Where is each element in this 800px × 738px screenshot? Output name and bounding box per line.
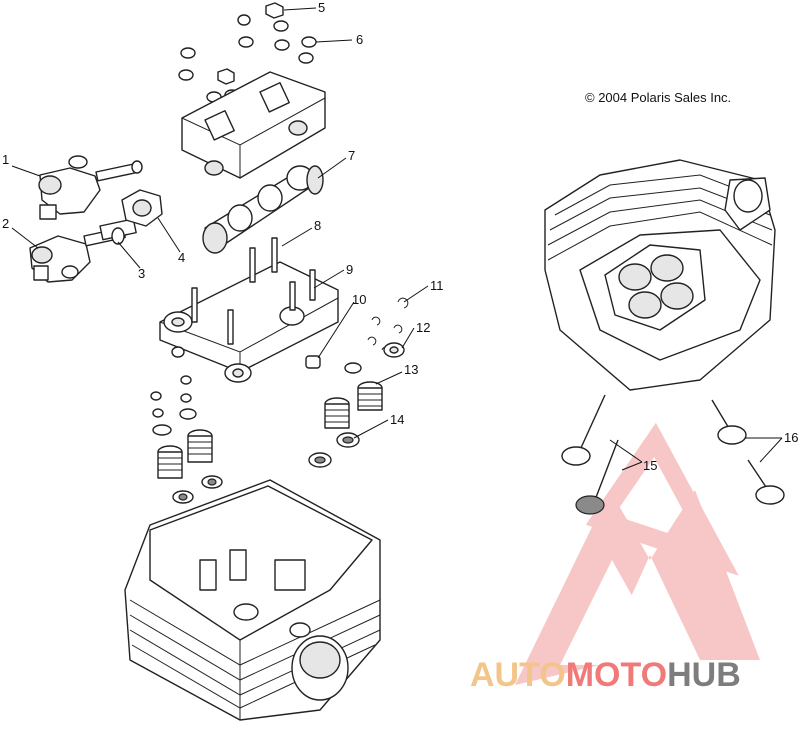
- callout-13: 13: [404, 362, 418, 377]
- callout-8: 8: [314, 218, 321, 233]
- watermark-text: AUTOMOTOHUB: [470, 656, 741, 695]
- camshaft-7: [202, 165, 324, 254]
- watermark-hub: HUB: [667, 656, 741, 694]
- callout-16: 16: [784, 430, 798, 445]
- callout-7: 7: [348, 148, 355, 163]
- valves-15: [561, 394, 619, 515]
- callout-14: 14: [390, 412, 404, 427]
- callout-2: 2: [2, 216, 9, 231]
- callout-1: 1: [2, 152, 9, 167]
- small-parts-10-11-12: [305, 297, 409, 369]
- rocker-arm-1: [38, 155, 143, 220]
- callout-5: 5: [318, 0, 325, 15]
- callout-labels: 1 2 3 4 5 6 7 8 9 10 11 12 13 14 15 16: [2, 0, 798, 473]
- callout-10: 10: [352, 292, 366, 307]
- callout-15: 15: [643, 458, 657, 473]
- watermark-auto: AUTO: [470, 656, 566, 694]
- valve-springs-13: [308, 362, 383, 468]
- watermark-moto: MOTO: [565, 656, 668, 694]
- callout-6: 6: [356, 32, 363, 47]
- callout-12: 12: [416, 320, 430, 335]
- cylinder-head-lower: [124, 479, 381, 721]
- callout-4: 4: [178, 250, 185, 265]
- cam-holder-9: [159, 237, 339, 383]
- rocker-support: [181, 71, 326, 179]
- valves-16: [711, 399, 785, 505]
- callout-9: 9: [346, 262, 353, 277]
- callout-11: 11: [430, 278, 444, 293]
- rocker-arm-2: [29, 226, 126, 283]
- rocker-arm-4: [121, 189, 163, 227]
- leader-lines: [11, 7, 783, 471]
- callout-3: 3: [138, 266, 145, 281]
- watermark-logo: [515, 422, 760, 685]
- valve-springs-left: [150, 375, 223, 504]
- copyright-notice: © 2004 Polaris Sales Inc.: [585, 90, 732, 105]
- rocker-shaft-3: [99, 218, 137, 245]
- cylinder-head-right: [544, 159, 776, 391]
